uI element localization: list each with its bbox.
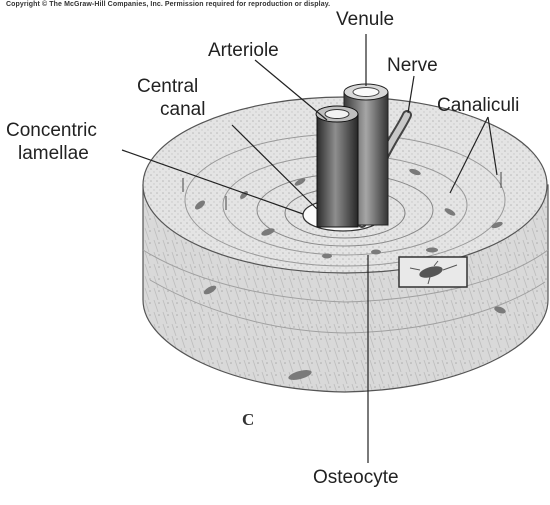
label-osteocyte: Osteocyte [313, 467, 399, 488]
label-nerve: Nerve [387, 55, 438, 76]
osteocyte-highlight-box [399, 257, 467, 287]
arteriole-vessel [316, 106, 358, 227]
label-concentric-lamellae-line2: lamellae [18, 143, 89, 164]
panel-letter: C [242, 410, 254, 430]
label-canaliculi: Canaliculi [437, 95, 519, 116]
label-central-canal-line1: Central [137, 76, 198, 97]
label-arteriole: Arteriole [208, 40, 279, 61]
label-central-canal-line2: canal [160, 99, 205, 120]
copyright-notice: Copyright © The McGraw-Hill Companies, I… [6, 1, 476, 8]
label-venule: Venule [336, 9, 394, 30]
label-concentric-lamellae-line1: Concentric [6, 120, 97, 141]
